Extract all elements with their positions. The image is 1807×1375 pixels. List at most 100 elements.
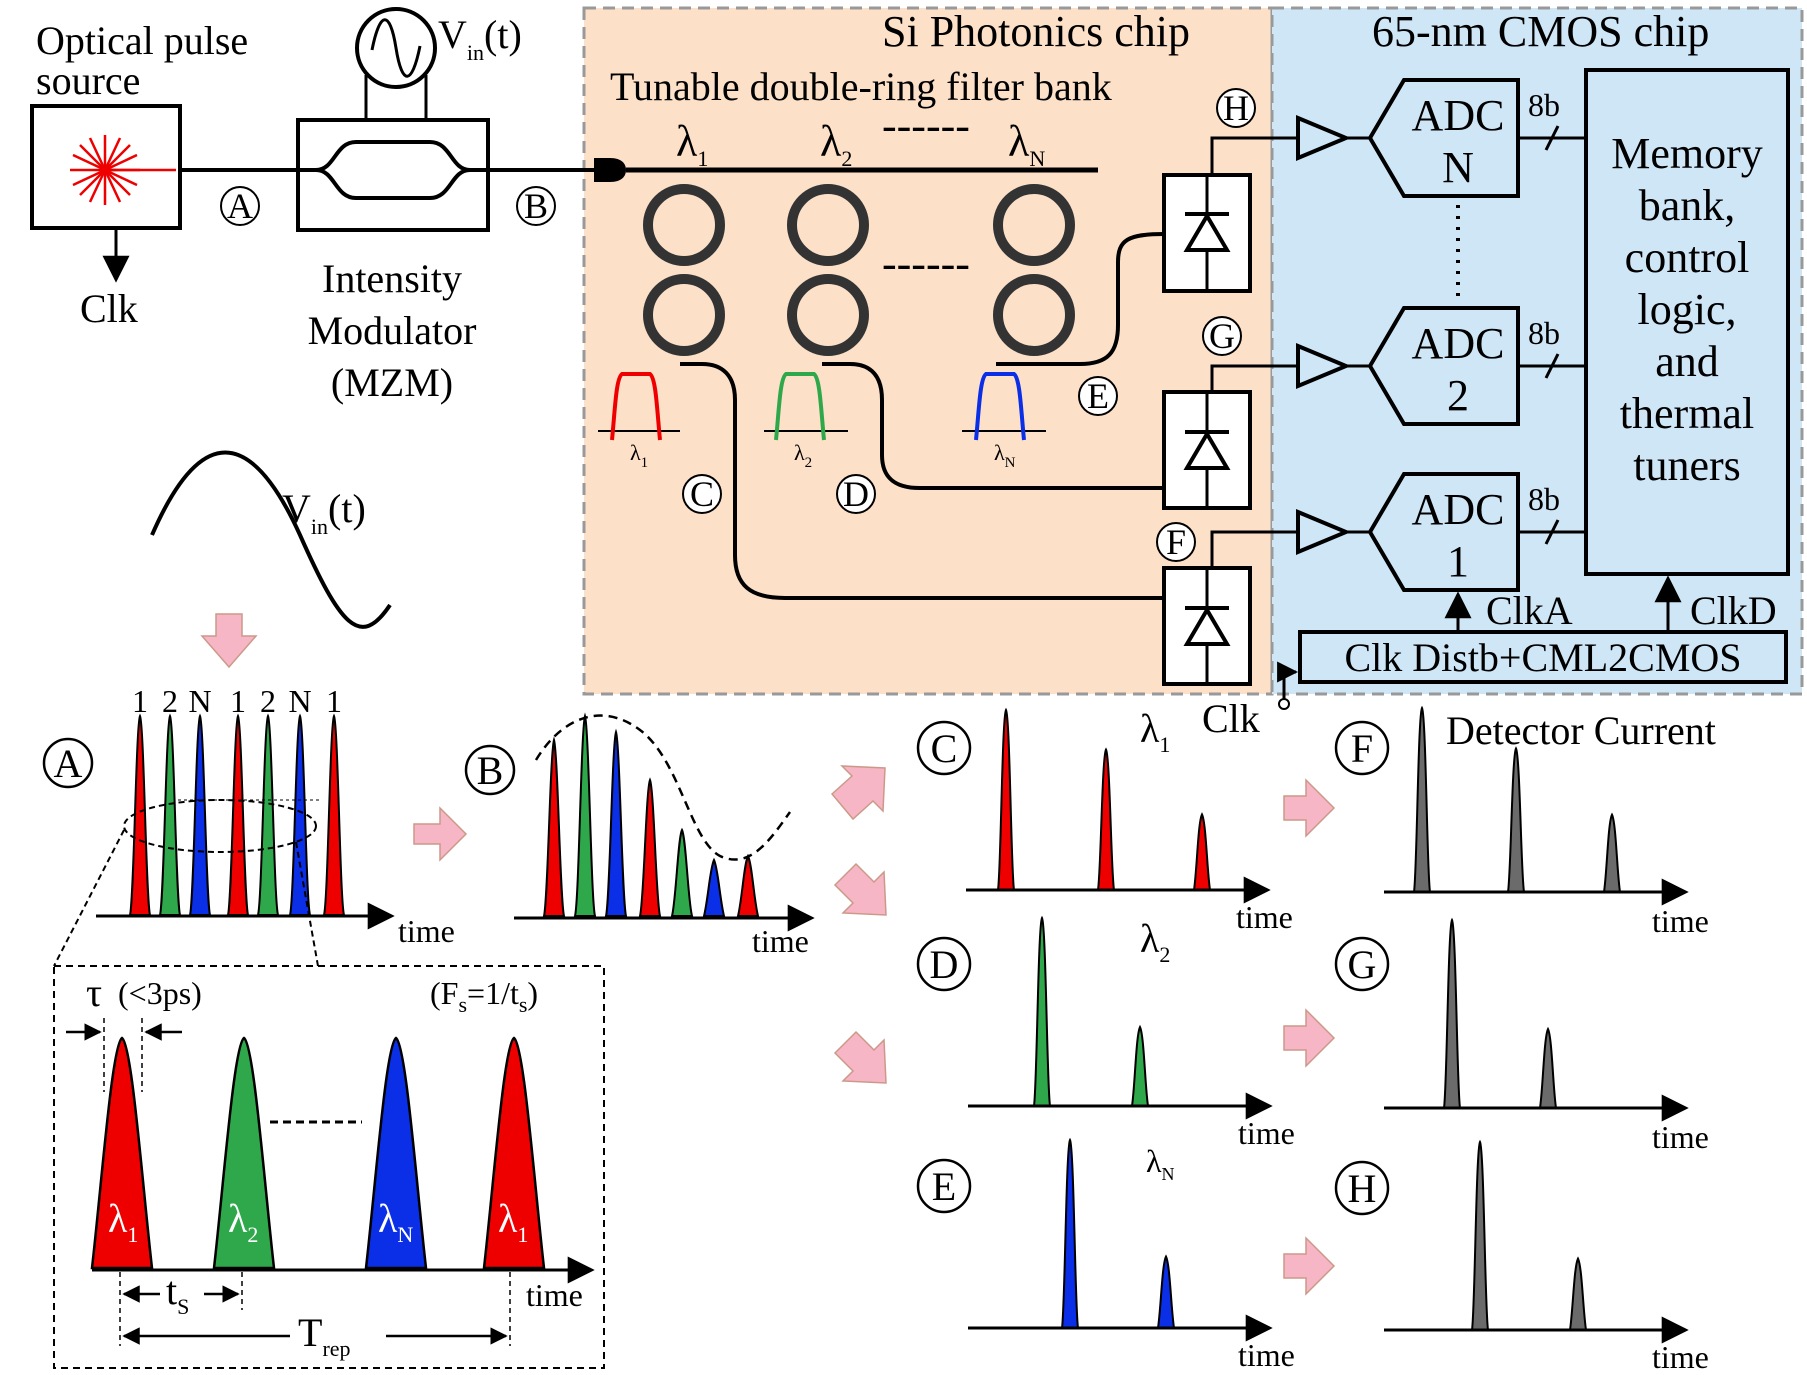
- bus-1: [1518, 519, 1586, 545]
- drop-waveguide-2: [822, 362, 1164, 490]
- adc-n-index: N: [1442, 143, 1474, 192]
- memory-block-text: Memory bank, control logic, and thermal …: [1611, 129, 1763, 490]
- pd-n-output-wire: [1210, 136, 1298, 175]
- point-b-marker: B: [516, 186, 556, 226]
- svg-text:B: B: [477, 748, 504, 793]
- svg-text:Memory: Memory: [1611, 129, 1763, 178]
- photodetector-2: [1162, 390, 1252, 510]
- waveform-b-time-label: time: [752, 923, 809, 959]
- pulse-d-1: [1032, 915, 1052, 1107]
- arrow-e-to-h: [1283, 1236, 1336, 1296]
- svg-text:time: time: [1238, 1115, 1295, 1151]
- svg-text:B: B: [524, 186, 548, 226]
- adc-n-label: ADC: [1412, 91, 1505, 140]
- pd-2-output-wire: [1210, 364, 1298, 392]
- passband-label-n: λN: [994, 440, 1016, 471]
- drop-waveguide-1: [680, 362, 1164, 600]
- vin-sine-wave: [150, 450, 392, 629]
- point-c-marker: C: [682, 474, 722, 514]
- waveform-panel-h: H time: [1283, 1139, 1709, 1375]
- bus-lambda-1: λ1: [676, 117, 708, 171]
- svg-text:time: time: [1652, 903, 1709, 939]
- arrow-a-to-b: [413, 806, 468, 862]
- panel-d-lambda: λ2: [1140, 916, 1170, 967]
- ring-pair-n: [993, 184, 1075, 356]
- pulse-train-a: [128, 713, 346, 916]
- detail-pulse-label-1: λ1: [108, 1196, 138, 1247]
- tia-amplifier-2: [1296, 343, 1352, 389]
- svg-text:G: G: [1348, 942, 1377, 987]
- svg-text:1: 1: [326, 683, 342, 719]
- svg-text:H: H: [1348, 1166, 1377, 1211]
- bus-dashes: ------: [882, 101, 970, 150]
- tau-symbol: τ: [86, 970, 102, 1015]
- adc-2-label: ADC: [1412, 319, 1505, 368]
- svg-text:C: C: [690, 474, 714, 514]
- svg-text:time: time: [1236, 899, 1293, 935]
- point-e-marker: E: [1078, 376, 1118, 416]
- point-b-waveform-marker: B: [464, 744, 516, 796]
- pulse-g-2: [1538, 1026, 1558, 1109]
- signal-generator-icon: [355, 7, 437, 89]
- point-f-marker: F: [1156, 522, 1196, 562]
- pulse-order-labels: 1 2 N 1 2 N 1: [132, 683, 342, 719]
- laser-burst-icon: [70, 135, 176, 205]
- svg-text:E: E: [932, 1164, 956, 1209]
- waveform-panel-d: D λ2 time: [916, 915, 1295, 1151]
- source-title-line2: source: [36, 58, 140, 103]
- waveform-panel-c: C λ1 time: [916, 706, 1293, 935]
- panel-e-lambda: λN: [1146, 1143, 1175, 1184]
- svg-text:time: time: [1652, 1119, 1709, 1155]
- ring-pair-2: [787, 184, 869, 356]
- svg-text:1: 1: [230, 683, 246, 719]
- pulse-f-2: [1506, 746, 1526, 893]
- panel-c-lambda: λ1: [1140, 706, 1170, 757]
- point-a-waveform-marker: A: [42, 737, 94, 789]
- mzm-label-line1: Intensity: [322, 256, 462, 301]
- clkd-label: ClkD: [1690, 588, 1777, 633]
- photodetector-1: [1162, 566, 1252, 686]
- ts-label: tS: [166, 1268, 189, 1319]
- arrow-b-to-d: [833, 862, 887, 916]
- pd-1-output-wire: [1210, 530, 1298, 568]
- pulse-c-1: [996, 707, 1016, 891]
- svg-text:A: A: [227, 186, 253, 226]
- point-h-marker: H: [1216, 88, 1256, 128]
- svg-text:and: and: [1655, 337, 1719, 386]
- svg-text:F: F: [1351, 726, 1373, 771]
- detail-pulses: [90, 1036, 546, 1270]
- sample-rate-formula: (Fs=1/ts): [430, 975, 538, 1017]
- svg-text:control: control: [1625, 233, 1750, 282]
- point-g-marker: G: [1202, 316, 1242, 356]
- svg-text:2: 2: [260, 683, 276, 719]
- svg-text:E: E: [1087, 376, 1109, 416]
- drop-waveguide-n: [996, 232, 1165, 366]
- point-d-marker: D: [836, 474, 876, 514]
- pulse-g-1: [1442, 917, 1462, 1109]
- pulse-c-2: [1096, 747, 1116, 891]
- pulse-e-2: [1156, 1254, 1176, 1329]
- arrow-b-to-e: [833, 1030, 887, 1084]
- svg-text:1: 1: [132, 683, 148, 719]
- zoom-ellipse: [123, 799, 317, 853]
- memory-control-block: [1584, 68, 1790, 576]
- svg-text:time: time: [1238, 1337, 1295, 1373]
- cmos-chip-title: 65-nm CMOS chip: [1372, 7, 1709, 56]
- pulse-train-b: [542, 712, 760, 917]
- photodetector-n: [1162, 173, 1252, 293]
- svg-text:N: N: [188, 683, 211, 719]
- detail-pulse-label-n: λN: [378, 1196, 413, 1247]
- arrow-b-to-c: [830, 765, 886, 821]
- svg-text:H: H: [1223, 88, 1249, 128]
- mzm-label-line3: (MZM): [331, 360, 453, 405]
- tia-amplifier-n: [1296, 115, 1352, 161]
- ring-dashes: ------: [882, 239, 970, 288]
- zoom-guide-left: [53, 829, 125, 967]
- clk-input-wire: [1277, 661, 1299, 700]
- svg-text:G: G: [1209, 316, 1235, 356]
- waveform-panel-f: F Detector Current time: [1283, 705, 1716, 939]
- pulse-f-1: [1412, 705, 1432, 893]
- svg-text:A: A: [54, 741, 83, 786]
- waveform-panel-e: E λN time: [916, 1137, 1295, 1373]
